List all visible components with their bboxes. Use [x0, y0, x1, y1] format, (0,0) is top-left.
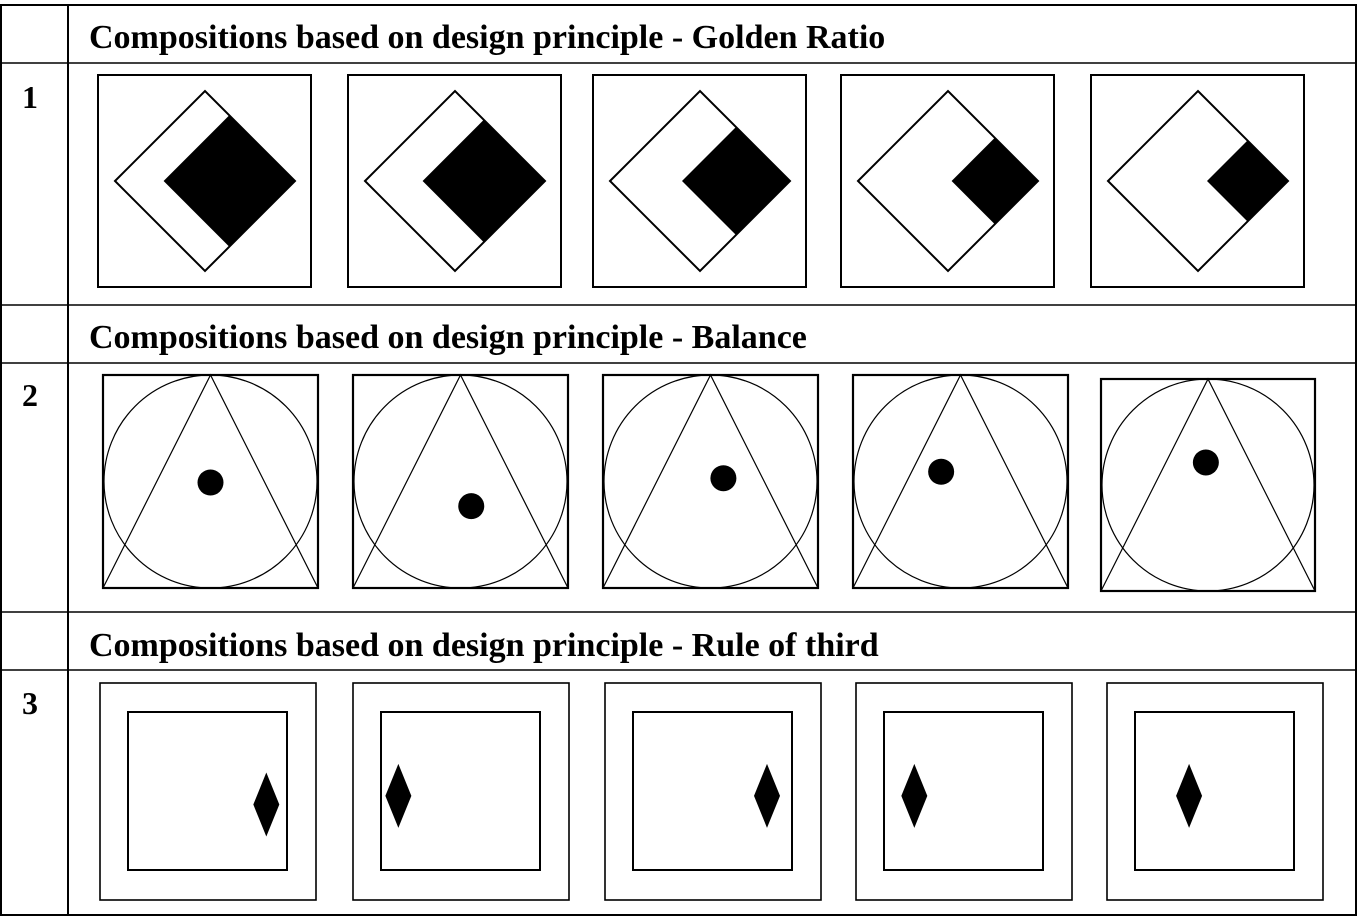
triangle	[352, 373, 569, 589]
rule-of-third-panel	[1106, 682, 1324, 901]
black-dot	[1192, 449, 1219, 476]
rule-of-third-panel	[352, 682, 570, 901]
panel-frame	[351, 373, 570, 590]
rule-of-third-panel	[99, 682, 317, 901]
balance-panel	[1099, 377, 1317, 593]
triangle	[602, 373, 819, 589]
golden-ratio-panel	[347, 74, 562, 288]
rule-of-third-panel	[855, 682, 1073, 901]
triangle	[1100, 377, 1316, 592]
section-3-title: Compositions based on design principle -…	[89, 627, 879, 664]
table-grid	[0, 4, 1357, 916]
golden-ratio-compositions	[97, 74, 1305, 288]
black-dot	[458, 493, 485, 520]
section-2-title: Compositions based on design principle -…	[89, 319, 807, 356]
balance-panel	[351, 373, 570, 590]
golden-ratio-panel	[840, 74, 1055, 288]
black-square	[422, 119, 545, 243]
black-square	[682, 127, 790, 235]
diamond-mark	[1176, 763, 1203, 828]
section-1-title: Compositions based on design principle -…	[89, 19, 885, 56]
diamond-mark	[901, 763, 928, 828]
panel-frame	[601, 373, 820, 590]
table-border	[0, 4, 1357, 916]
black-dot	[710, 465, 737, 492]
black-dot	[928, 458, 955, 485]
golden-ratio-panel	[97, 74, 312, 288]
black-square	[951, 137, 1038, 225]
inner-frame	[1134, 711, 1295, 871]
triangle	[102, 373, 319, 589]
panel-frame	[1099, 377, 1317, 593]
golden-ratio-panel	[1090, 74, 1305, 288]
balance-panel	[101, 373, 320, 590]
diamond-mark	[385, 763, 412, 828]
black-dot	[197, 469, 224, 496]
rule-of-third-panel	[604, 682, 822, 901]
balance-compositions	[101, 373, 1317, 593]
panel-frame	[851, 373, 1070, 590]
rule-of-third-compositions	[99, 682, 1324, 901]
black-square	[1207, 140, 1288, 222]
section-2-number: 2	[22, 377, 38, 413]
section-1-number: 1	[22, 79, 38, 115]
black-square	[163, 115, 295, 247]
balance-panel	[601, 373, 820, 590]
balance-panel	[851, 373, 1070, 590]
section-3-number: 3	[22, 685, 38, 721]
golden-ratio-panel	[592, 74, 807, 288]
diamond-mark	[754, 763, 780, 828]
diamond-mark	[253, 772, 280, 837]
triangle	[852, 373, 1069, 589]
